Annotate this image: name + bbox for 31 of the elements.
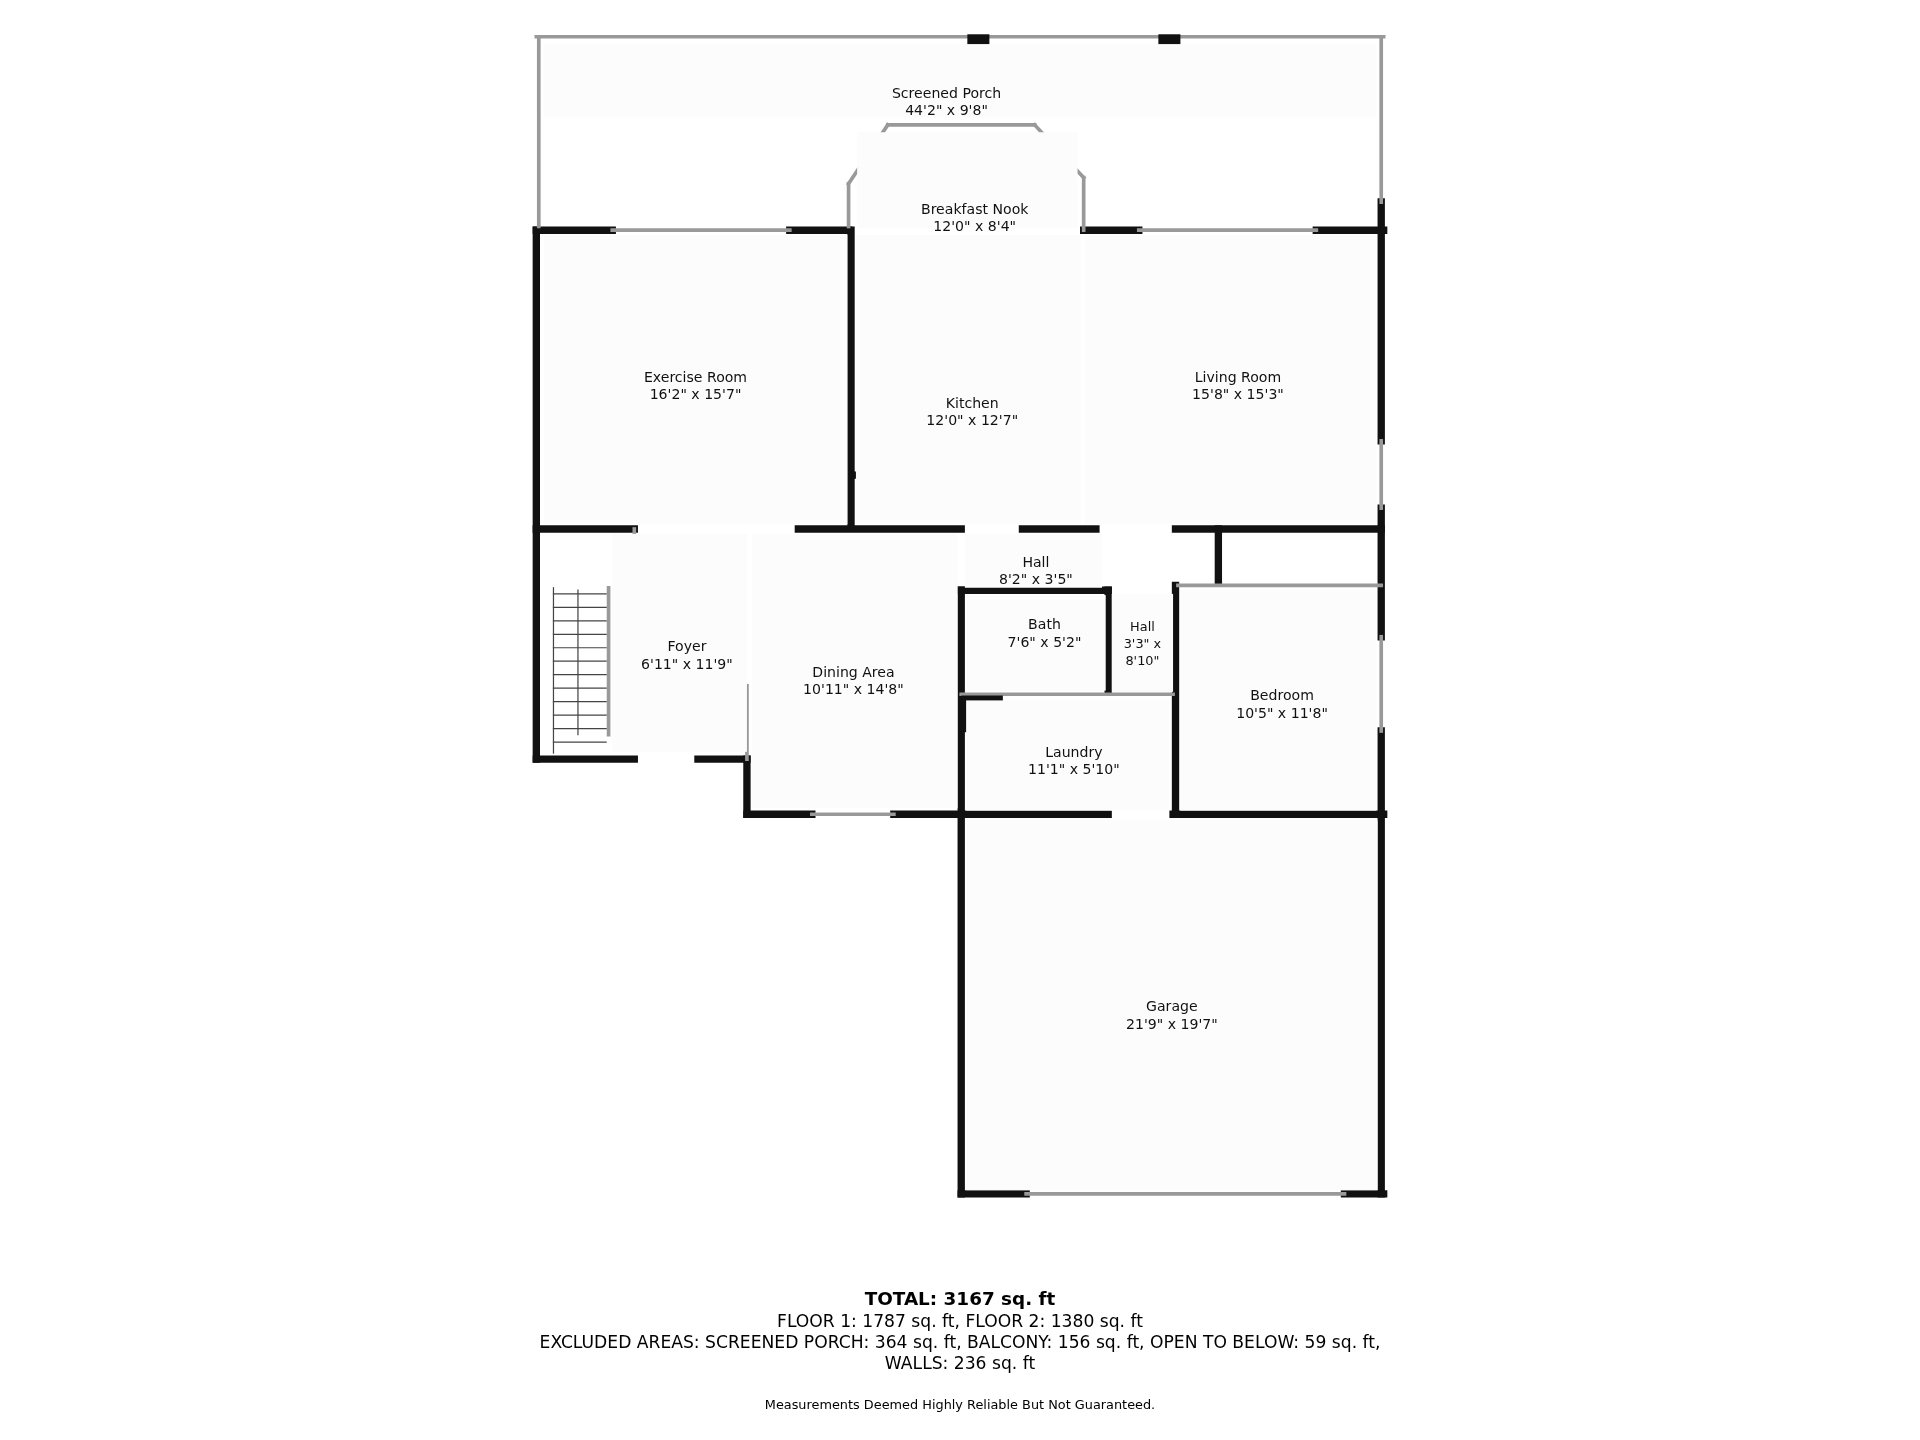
area-summary: EXCLUDED AREAS: SCREENED PORCH: 364 sq. ft, BALCONY: 156 sq. ft, OPEN TO BELOW: 59 sq. ft, <box>539 1332 1381 1352</box>
room-name: Living Room <box>1194 368 1282 386</box>
room-dimensions: 21'9" x 19'7" <box>1125 1015 1218 1033</box>
room-dimensions: 12'0" x 8'4" <box>933 217 1017 236</box>
area-total: TOTAL: 3167 sq. ft <box>864 1288 1056 1311</box>
room-dimensions: 12'0" x 12'7" <box>926 411 1019 429</box>
room-name: Dining Area <box>812 663 895 681</box>
room-name: Exercise Room <box>643 368 748 386</box>
room-name: Laundry <box>1045 743 1103 761</box>
room-dimensions: 3'3" x 8'10" <box>1122 634 1163 669</box>
room-dimensions: 44'2" x 9'8" <box>905 101 988 119</box>
room-dimensions: 10'11" x 14'8" <box>803 680 904 698</box>
room-dimensions: 10'5" x 11'8" <box>1236 704 1328 722</box>
room-name: Screened Porch <box>891 84 1002 102</box>
room-name: Breakfast Nook <box>921 200 1029 218</box>
room-name: Hall <box>1022 553 1050 571</box>
room-dimensions: 8'2" x 3'5" <box>999 570 1073 588</box>
area-summary: WALLS: 236 sq. ft <box>884 1353 1036 1373</box>
room-dimensions: 6'11" x 11'9" <box>641 655 733 673</box>
room-name: Kitchen <box>945 394 999 412</box>
room-name: Bedroom <box>1250 686 1314 705</box>
room-dimensions: 11'1" x 5'10" <box>1028 760 1120 778</box>
room-dimensions: 7'6" x 5'2" <box>1007 633 1082 651</box>
room-name: Foyer <box>667 637 707 656</box>
room-name: Hall <box>1130 617 1155 635</box>
room-name: Bath <box>1028 615 1061 634</box>
room-name: Garage <box>1146 997 1198 1016</box>
disclaimer-note: Measurements Deemed Highly Reliable But Not Guaranteed. <box>764 1397 1156 1412</box>
area-summary: FLOOR 1: 1787 sq. ft, FLOOR 2: 1380 sq. ft <box>777 1311 1143 1331</box>
room-dimensions: 16'2" x 15'7" <box>649 385 742 403</box>
room-dimensions: 15'8" x 15'3" <box>1192 385 1284 403</box>
